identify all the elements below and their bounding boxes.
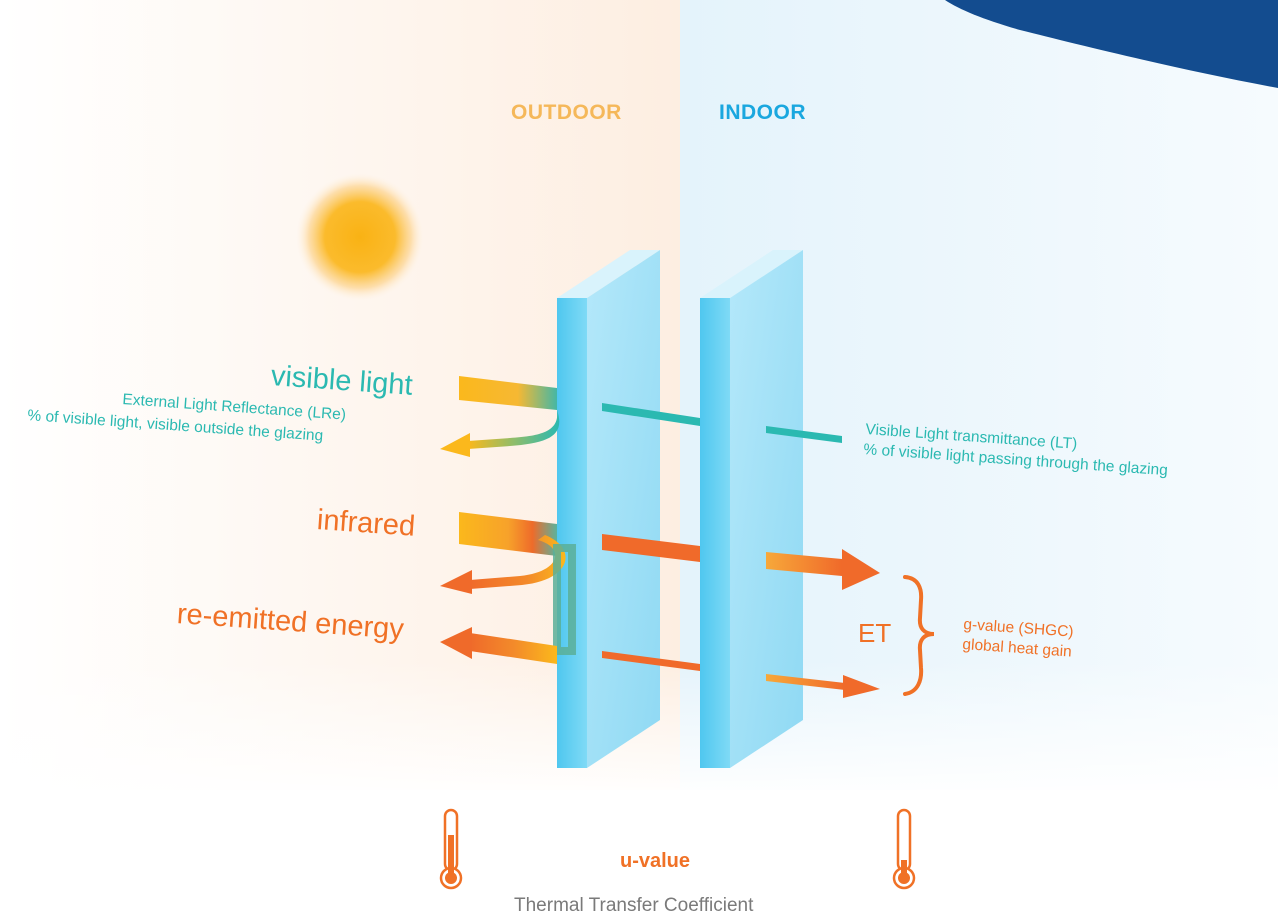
glass-pane-inner-face: [730, 250, 803, 768]
thermometer-outdoor-level: [448, 835, 454, 873]
reemitted-connector: [553, 544, 576, 655]
infrared-reflected: [470, 535, 566, 589]
reemitted-through-gap: [602, 651, 700, 671]
thermometer-icon: [439, 808, 463, 890]
visible-light-through-gap: [602, 403, 700, 426]
glass-pane-inner: [700, 250, 803, 768]
visible-light-reflected: [468, 410, 560, 449]
indoor-label: INDOOR: [719, 101, 806, 124]
visible-light-transmitted: [766, 426, 842, 443]
reemitted-arrowhead: [440, 627, 472, 659]
footer-area: [0, 790, 1278, 917]
visible-light-incoming: [459, 376, 557, 410]
infrared-incoming: [459, 512, 557, 556]
glass-pane-outer-face: [587, 250, 660, 768]
glass-pane-outer-top: [557, 250, 660, 298]
infrared-transmitted-arrowhead: [842, 549, 880, 590]
thermometer-icon: [892, 808, 916, 890]
glass-pane-outer-edge: [557, 298, 587, 768]
reemitted-back: [470, 633, 557, 664]
infrared-ray: [440, 512, 566, 594]
visible-light-reflected-arrowhead: [440, 433, 470, 457]
visible-light-ray: [440, 376, 560, 457]
u-value-subtitle: Thermal Transfer Coefficient: [514, 895, 754, 916]
u-value-title: u-value: [620, 850, 691, 872]
infrared-reflected-arrowhead: [440, 570, 472, 594]
glass-pane-inner-edge: [700, 298, 730, 768]
thermometer-indoor-fill: [898, 872, 910, 884]
infrared-label: infrared: [315, 504, 417, 543]
glass-pane-inner-top: [700, 250, 803, 298]
glass-pane-outer: [557, 250, 660, 768]
thermometer-outdoor-fill: [445, 872, 457, 884]
reemitted-transmitted-arrowhead: [843, 675, 880, 698]
thermometer-indoor-level: [901, 860, 907, 874]
infrared-through-gap: [602, 534, 700, 562]
curly-brace-icon: [903, 575, 935, 696]
sun-icon: [296, 173, 424, 301]
outdoor-label: OUTDOOR: [511, 101, 622, 124]
infrared-transmitted: [766, 552, 842, 576]
corner-decoration: [945, 0, 1278, 88]
et-label: ET: [858, 618, 892, 648]
reemitted-transmitted: [766, 674, 845, 690]
